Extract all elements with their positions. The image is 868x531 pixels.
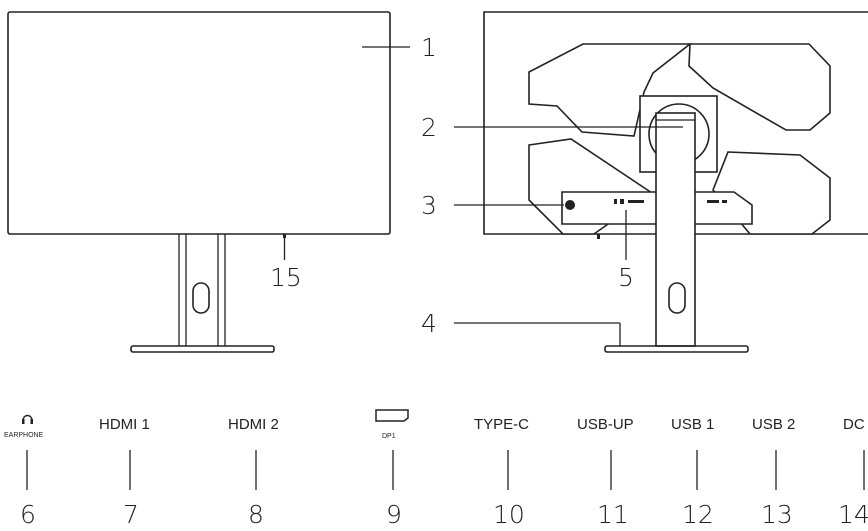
port-label-hdmi2: HDMI 2 xyxy=(228,416,279,433)
port-num-8: 8 xyxy=(248,500,264,529)
port-num-11: 11 xyxy=(597,500,629,529)
port-num-14: 14 xyxy=(838,500,868,529)
power-led xyxy=(283,234,286,238)
callout-15: 15 xyxy=(270,263,302,292)
port-label-dp1: DP1 xyxy=(382,433,396,440)
callout-1: 1 xyxy=(421,33,437,62)
back-shell-top-right xyxy=(688,43,831,131)
port-num-10: 10 xyxy=(493,500,525,529)
front-view: 1 15 xyxy=(7,11,437,353)
back-cable-hole xyxy=(668,282,686,314)
headphone-icon xyxy=(22,414,33,421)
back-view: 2 3 5 4 xyxy=(421,11,868,353)
back-shell-top-left xyxy=(528,43,693,137)
joystick-button xyxy=(565,200,575,210)
port-label-earphone: EARPHONE xyxy=(4,432,44,439)
back-stand-base xyxy=(604,345,749,353)
callout-2: 2 xyxy=(421,113,437,142)
port-label-usb1: USB 1 xyxy=(671,416,714,433)
displayport-icon xyxy=(375,409,409,422)
callout-4: 4 xyxy=(421,309,437,338)
port-label-usb-up: USB-UP xyxy=(577,416,634,433)
port-num-12: 12 xyxy=(682,500,714,529)
port-label-hdmi1: HDMI 1 xyxy=(99,416,150,433)
back-stand-neck xyxy=(655,112,696,347)
port-num-9: 9 xyxy=(386,500,402,529)
port-label-dc: DC xyxy=(843,416,865,433)
front-screen xyxy=(7,11,391,235)
callout-3: 3 xyxy=(421,191,437,220)
port-num-13: 13 xyxy=(761,500,793,529)
port-legend: EARPHONE 6 HDMI 1 7 HDMI 2 8 DP1 9 TYPE-… xyxy=(4,409,868,529)
callout-5: 5 xyxy=(618,263,634,292)
port-num-6: 6 xyxy=(20,500,36,529)
port-label-typec: TYPE-C xyxy=(474,416,529,433)
port-label-usb2: USB 2 xyxy=(752,416,795,433)
front-stand-base xyxy=(130,345,275,353)
front-cable-hole xyxy=(192,282,210,314)
port-num-7: 7 xyxy=(123,500,139,529)
